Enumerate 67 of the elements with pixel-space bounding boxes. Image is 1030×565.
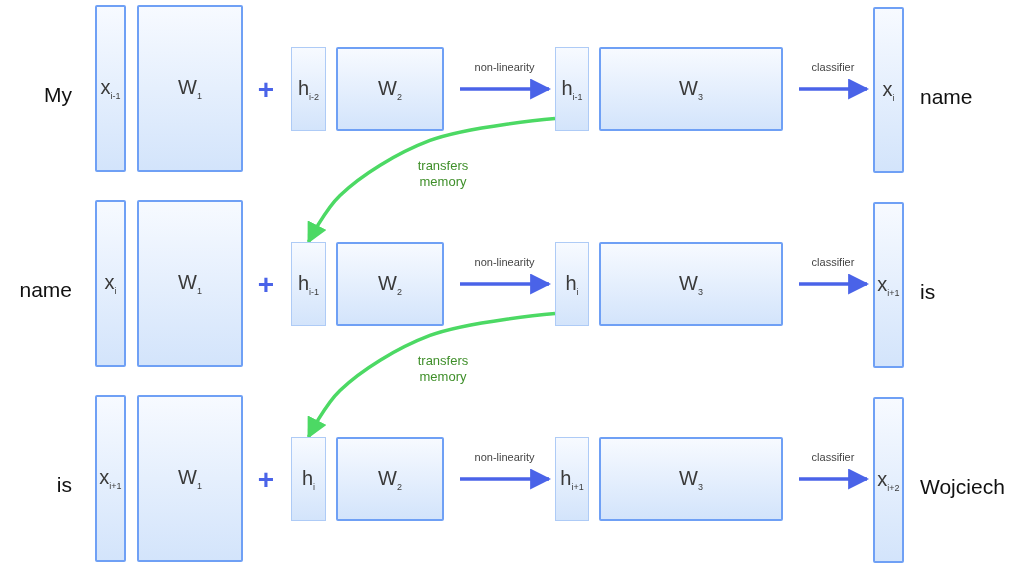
weight-matrix-box <box>137 395 243 562</box>
edge-label: non-linearity <box>473 255 536 269</box>
vector-box <box>95 200 126 367</box>
weight-matrix-box <box>336 47 444 131</box>
matrix-symbol: x$_{i}$ <box>104 271 117 296</box>
edge-label: transfers memory <box>416 353 470 386</box>
matrix-symbol: h$_{i+1}$ <box>560 466 584 492</box>
plus-sign: + <box>257 269 275 301</box>
hidden-state-box <box>291 242 326 326</box>
vector-box <box>95 395 126 562</box>
matrix-symbol: W$_{2}$ <box>378 271 402 297</box>
vector-box <box>873 7 904 173</box>
arrow <box>460 273 552 295</box>
arrow <box>460 78 552 100</box>
matrix-symbol: x$_{i+1}$ <box>99 466 122 491</box>
matrix-symbol: W$_{2}$ <box>378 466 402 492</box>
hidden-state-box <box>291 47 326 131</box>
edge-label: transfers memory <box>416 158 470 191</box>
plus-sign: + <box>257 74 275 106</box>
hidden-state-box <box>555 47 589 131</box>
word-label: name <box>920 85 973 109</box>
plus-sign: + <box>257 464 275 496</box>
vector-box <box>873 397 904 563</box>
arrow <box>799 468 870 490</box>
word-label: is <box>56 473 72 497</box>
arrow <box>799 78 870 100</box>
matrix-symbol: h$_{i-1}$ <box>297 271 320 297</box>
matrix-symbol: h$_{i}$ <box>301 466 316 492</box>
weight-matrix-box <box>599 242 783 326</box>
matrix-symbol: W$_{1}$ <box>178 271 202 296</box>
hidden-state-box <box>555 437 589 521</box>
matrix-symbol: h$_{i-1}$ <box>561 76 583 102</box>
weight-matrix-box <box>137 5 243 172</box>
hidden-state-box <box>555 242 589 326</box>
matrix-symbol: W$_{1}$ <box>178 466 202 491</box>
word-label: name <box>19 278 72 302</box>
hidden-state-box <box>291 437 326 521</box>
edge-label: classifier <box>810 450 856 464</box>
word-label: Wojciech <box>920 475 1005 499</box>
matrix-symbol: W$_{3}$ <box>679 466 703 492</box>
matrix-symbol: W$_{2}$ <box>378 76 402 102</box>
weight-matrix-box <box>336 437 444 521</box>
word-label: My <box>44 83 72 107</box>
edge-label: non-linearity <box>473 450 536 464</box>
arrow <box>799 273 870 295</box>
matrix-symbol: W$_{1}$ <box>178 76 202 101</box>
vector-box <box>873 202 904 368</box>
matrix-symbol: W$_{3}$ <box>679 271 703 297</box>
word-label: is <box>920 280 936 304</box>
matrix-symbol: h$_{i-2}$ <box>297 76 320 102</box>
matrix-symbol: W$_{3}$ <box>679 76 703 102</box>
weight-matrix-box <box>599 437 783 521</box>
arrow <box>460 468 552 490</box>
weight-matrix-box <box>599 47 783 131</box>
matrix-symbol: x$_{i+2}$ <box>877 467 900 493</box>
weight-matrix-box <box>137 200 243 367</box>
edge-label: classifier <box>810 255 856 269</box>
matrix-symbol: x$_{i+1}$ <box>877 272 900 298</box>
curved-arrow <box>306 116 556 244</box>
matrix-symbol: h$_{i}$ <box>565 271 579 297</box>
edge-label: classifier <box>810 60 856 74</box>
edge-label: non-linearity <box>473 60 536 74</box>
matrix-symbol: x$_{i-1}$ <box>100 76 121 101</box>
curved-arrow <box>306 311 556 439</box>
weight-matrix-box <box>336 242 444 326</box>
vector-box <box>95 5 126 172</box>
matrix-symbol: x$_{i}$ <box>882 77 895 103</box>
